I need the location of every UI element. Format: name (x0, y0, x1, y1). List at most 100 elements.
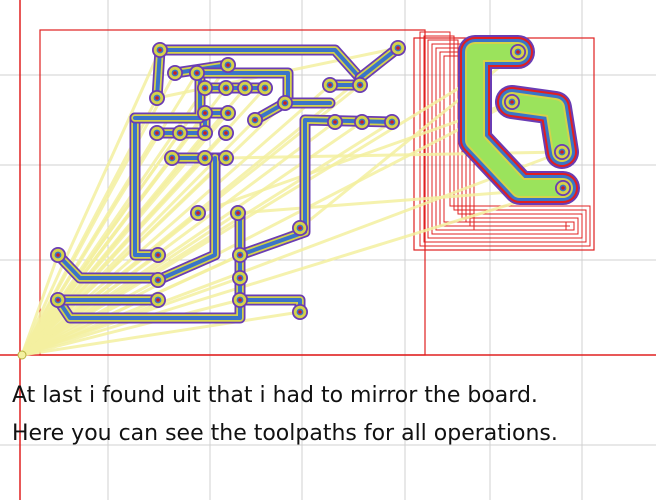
drill-center (56, 298, 60, 302)
drill-center (283, 101, 287, 105)
caption-line-1: At last i found uit that i had to mirror… (12, 383, 538, 408)
drill-center (238, 276, 242, 280)
pocket-toolpath (458, 35, 580, 205)
drill-center (224, 156, 228, 160)
drill-hole-icon (149, 90, 165, 106)
drill-hole-icon (150, 292, 166, 308)
drill-center (203, 156, 207, 160)
drill-center (510, 100, 514, 104)
drill-center (560, 150, 564, 154)
drill-center (155, 96, 159, 100)
drill-hole-icon (354, 114, 370, 130)
trace (154, 44, 366, 84)
drill-hole-icon (197, 125, 213, 141)
trace-stroke (238, 118, 394, 257)
drill-center (203, 111, 207, 115)
drill-hole-icon (50, 247, 66, 263)
drill-center (298, 226, 302, 230)
travel-move (20, 253, 60, 357)
drill-hole-icon (152, 42, 168, 58)
trace-stroke (56, 253, 160, 280)
drill-center (158, 48, 162, 52)
trace-stroke (56, 298, 242, 320)
drill-hole-icon (220, 105, 236, 121)
drill-center (561, 186, 565, 190)
drill-center (516, 50, 520, 54)
drill-center (226, 63, 230, 67)
trace-stroke (236, 116, 396, 259)
drill-center (298, 310, 302, 314)
trace (191, 67, 294, 109)
drill-hole-icon (50, 292, 66, 308)
drill-center (263, 86, 267, 90)
board-outline (39, 29, 426, 356)
drill-hole-icon (247, 112, 263, 128)
travel-move (20, 211, 200, 357)
drill-hole-icon (322, 77, 338, 93)
drill-center (155, 131, 159, 135)
drill-hole-icon (232, 270, 248, 286)
trace-stroke (195, 71, 290, 105)
drill-hole-icon (352, 77, 368, 93)
drill-center (224, 131, 228, 135)
drill-center (333, 120, 337, 124)
drill-center (156, 253, 160, 257)
clearing-path (419, 31, 591, 247)
drill-hole-icon (150, 247, 166, 263)
drill-hole-icon (197, 80, 213, 96)
drill-hole-icon (197, 150, 213, 166)
trace-stroke (358, 46, 400, 80)
drill-hole-icon (232, 292, 248, 308)
drill-hole-icon (277, 95, 293, 111)
trace-stroke (156, 156, 217, 282)
drill-hole-icon (384, 114, 400, 130)
travel-move (20, 150, 564, 357)
drill-center (238, 298, 242, 302)
drill-center (253, 118, 257, 122)
drill-hole-icon (257, 80, 273, 96)
drill-hole-icon (218, 125, 234, 141)
travel-move (20, 156, 228, 357)
drill-center (243, 86, 247, 90)
drill-hole-icon (292, 220, 308, 236)
drill-hole-icon (150, 272, 166, 288)
clearing-path (423, 35, 587, 243)
clearing-path (427, 39, 583, 239)
drill-pads (50, 40, 571, 320)
drill-hole-icon (237, 80, 253, 96)
trace-stroke (158, 48, 362, 80)
drill-hole-icon (172, 125, 188, 141)
drill-hole-icon (504, 94, 520, 110)
drill-hole-icon (510, 44, 526, 60)
travel-move (20, 131, 207, 357)
travel-move (20, 48, 162, 357)
drill-hole-icon (555, 180, 571, 196)
drill-hole-icon (218, 150, 234, 166)
drill-hole-icon (190, 205, 206, 221)
drill-center (156, 278, 160, 282)
drill-hole-icon (218, 80, 234, 96)
drill-hole-icon (197, 105, 213, 121)
drill-hole-icon (327, 114, 343, 130)
drill-hole-icon (149, 125, 165, 141)
pocket-stroke (467, 44, 571, 196)
trace (52, 249, 164, 284)
drill-hole-icon (292, 304, 308, 320)
trace-stroke (155, 48, 162, 100)
drill-center (238, 253, 242, 257)
drill-hole-icon (164, 150, 180, 166)
drill-hole-icon (189, 65, 205, 81)
drill-center (195, 71, 199, 75)
travel-move (20, 156, 207, 357)
travel-move (20, 298, 242, 357)
drill-center (224, 86, 228, 90)
trace (151, 44, 166, 104)
drill-hole-icon (230, 205, 246, 221)
drill-center (170, 156, 174, 160)
drill-center (328, 83, 332, 87)
trace (234, 114, 398, 261)
travel-move (20, 310, 302, 357)
travel-move (20, 156, 174, 357)
